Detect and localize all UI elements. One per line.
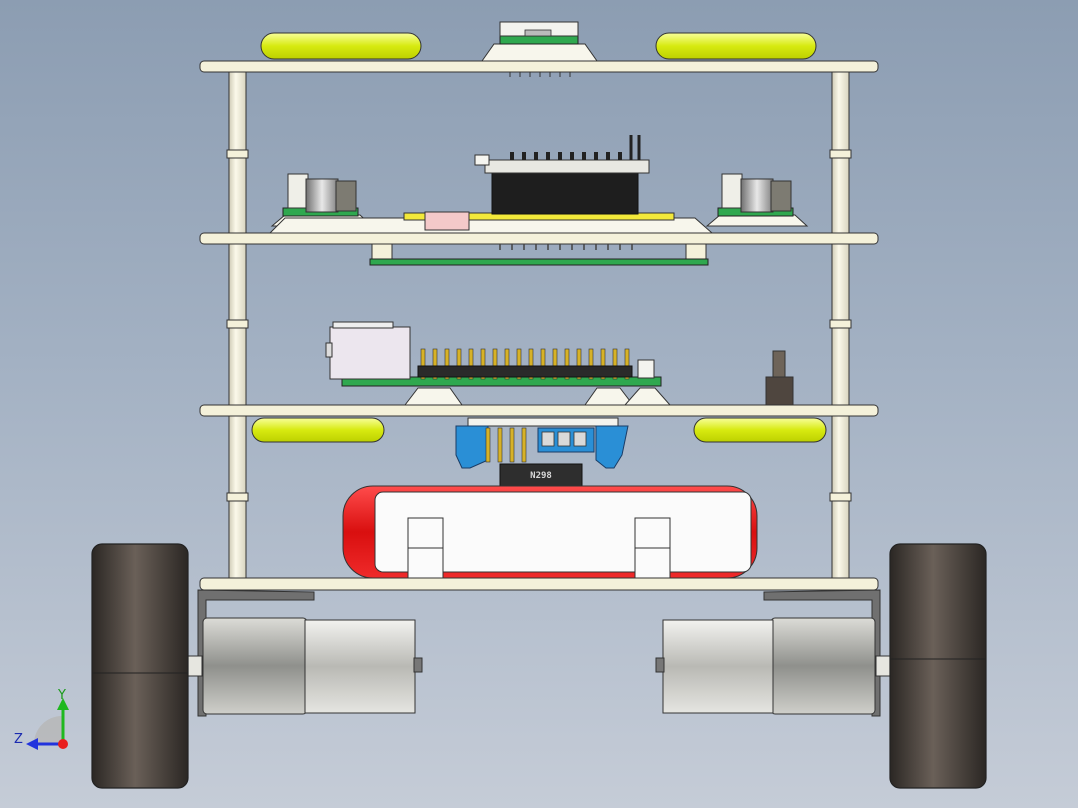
gearbox-left xyxy=(202,617,308,715)
regulator-heatsink-right xyxy=(721,173,743,209)
wheel-right xyxy=(889,543,987,789)
connector-pink xyxy=(424,211,470,231)
motor-driver: N298 xyxy=(455,417,629,487)
mcu-module xyxy=(491,171,639,215)
potentiometer-knob xyxy=(772,350,786,380)
led-bar-mid-right xyxy=(693,417,827,443)
pin-header-row xyxy=(420,348,630,380)
terminal-block-left xyxy=(455,425,489,469)
battery-pack xyxy=(342,485,758,579)
led-bar-mid-left xyxy=(251,417,385,443)
motor-can-right xyxy=(662,619,774,714)
led-bar-top-left xyxy=(260,32,422,60)
motor-bracket-left xyxy=(197,589,315,717)
top-deck xyxy=(199,21,879,77)
potentiometer-body xyxy=(765,376,794,406)
triad-z-label: Z xyxy=(14,732,23,747)
underside-board xyxy=(369,258,709,266)
led-bar-top-right xyxy=(655,32,817,60)
regulator-heatsink-left xyxy=(287,173,309,209)
motor-bracket-right xyxy=(763,589,881,717)
top-plate xyxy=(199,60,879,73)
gearbox-right xyxy=(770,617,876,715)
coordinate-triad-icon: Y Z xyxy=(14,688,69,750)
motor-left xyxy=(187,617,423,715)
third-deck xyxy=(199,321,879,443)
bottom-deck xyxy=(197,577,881,717)
motor-right xyxy=(655,617,891,715)
bottom-plate xyxy=(199,577,879,591)
capacitor-right xyxy=(740,178,774,213)
third-plate xyxy=(199,404,879,417)
standoff-posts xyxy=(226,69,852,583)
motor-can-left xyxy=(304,619,416,714)
capacitor-left xyxy=(305,178,339,213)
usb-connector xyxy=(329,326,411,380)
triad-y-label: Y xyxy=(57,688,66,703)
second-plate xyxy=(199,232,879,245)
terminal-block-right xyxy=(595,425,629,469)
driver-ic-marking: N298 xyxy=(530,471,552,481)
sensor-mount xyxy=(481,43,598,62)
sensor-board xyxy=(499,35,579,45)
second-deck xyxy=(199,135,879,266)
wheel-left xyxy=(91,543,189,789)
